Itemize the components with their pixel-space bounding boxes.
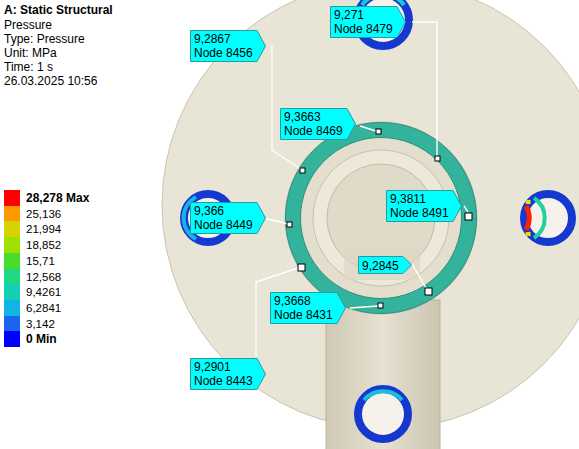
- legend-label: 12,568: [26, 270, 61, 284]
- probe-callout: 9,3663Node 8469: [280, 108, 356, 140]
- legend-swatch: [4, 300, 20, 316]
- probe-value: 9,2867: [194, 32, 253, 46]
- legend-swatch: [4, 331, 20, 347]
- leader-line: [256, 22, 468, 357]
- probe-callout: 9,2901Node 8443: [190, 358, 266, 390]
- bolt-hole: [524, 194, 572, 242]
- legend-swatch: [4, 221, 20, 237]
- probe-value: 9,2901: [194, 360, 253, 374]
- legend-label: 3,142: [26, 317, 55, 331]
- legend-swatch: [4, 269, 20, 285]
- legend-label: 28,278 Max: [26, 191, 89, 205]
- probe-value: 9,3668: [274, 294, 333, 308]
- probe-callout: 9,3811Node 8491: [386, 190, 462, 222]
- probe-value: 9,3663: [284, 110, 343, 124]
- result-info: Time: 1 s: [4, 60, 53, 74]
- legend-label: 6,2841: [26, 301, 61, 315]
- legend-swatch: [4, 284, 20, 300]
- result-info: 26.03.2025 10:56: [4, 74, 97, 88]
- legend-label: 15,71: [26, 254, 55, 268]
- node-id: Node 8479: [334, 22, 393, 36]
- legend-swatch: [4, 206, 20, 222]
- node-id: Node 8469: [284, 124, 343, 138]
- legend-label: 0 Min: [26, 332, 57, 346]
- probe-value: 9,271: [334, 8, 393, 22]
- probe-callout: 9,271Node 8479: [330, 6, 406, 38]
- title: A: Static Structural: [4, 3, 113, 17]
- node-id: Node 8449: [194, 218, 253, 232]
- legend-label: 18,852: [26, 238, 61, 252]
- probe-callout: 9,2867Node 8456: [190, 30, 266, 62]
- node-id: Node 8456: [194, 46, 253, 60]
- probe-value: 9,2845: [362, 259, 399, 273]
- result-info: Pressure: [4, 18, 52, 32]
- legend-label: 21,994: [26, 222, 61, 236]
- legend-label: 9,4261: [26, 285, 61, 299]
- legend-label: 25,136: [26, 207, 61, 221]
- probe-callout: 9,2845: [358, 256, 412, 274]
- legend-swatch: [4, 253, 20, 269]
- node-id: Node 8431: [274, 308, 333, 322]
- probe-value: 9,366: [194, 204, 253, 218]
- legend-swatch: [4, 316, 20, 332]
- probe-callout: 9,366Node 8449: [190, 202, 266, 234]
- bolt-hole: [358, 389, 408, 439]
- node-id: Node 8443: [194, 374, 253, 388]
- legend-swatch: [4, 190, 20, 206]
- legend-swatch: [4, 237, 20, 253]
- node-id: Node 8491: [390, 206, 449, 220]
- result-info: Type: Pressure: [4, 32, 85, 46]
- probe-callout: 9,3668Node 8431: [270, 292, 346, 324]
- probe-value: 9,3811: [390, 192, 449, 206]
- result-info: Unit: MPa: [4, 46, 57, 60]
- probe-marker: [287, 129, 472, 308]
